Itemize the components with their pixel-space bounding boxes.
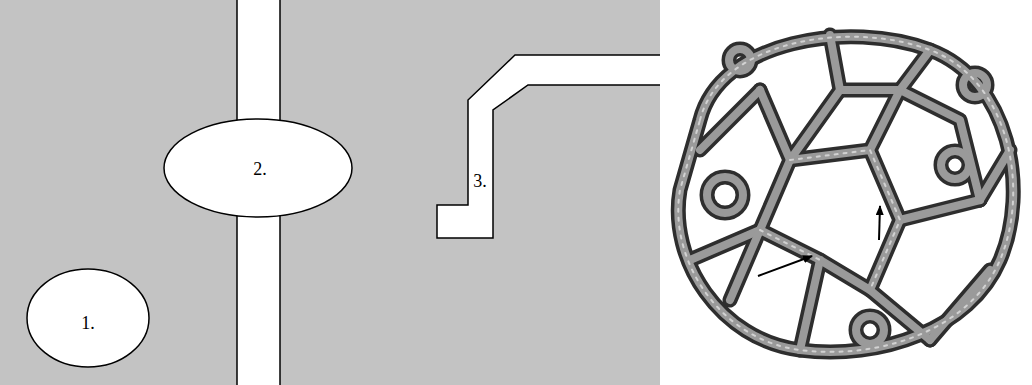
callout-number: 2. <box>253 160 267 180</box>
pore-network <box>678 35 1013 352</box>
pointer-arrow <box>758 256 812 276</box>
channel-wall <box>236 215 238 385</box>
channel-wall <box>279 0 281 121</box>
callout-number: 3. <box>473 172 487 192</box>
channel-wall <box>279 215 281 385</box>
through-pore: 3. <box>437 55 660 238</box>
solid-background <box>0 0 660 385</box>
isolated-pore: 1. <box>26 268 150 368</box>
pore-outline <box>437 55 660 238</box>
dead-end-pore: 2. <box>163 118 353 218</box>
pointer-arrow <box>879 206 880 240</box>
callout-number: 1. <box>81 314 95 334</box>
channel-wall <box>236 0 238 121</box>
